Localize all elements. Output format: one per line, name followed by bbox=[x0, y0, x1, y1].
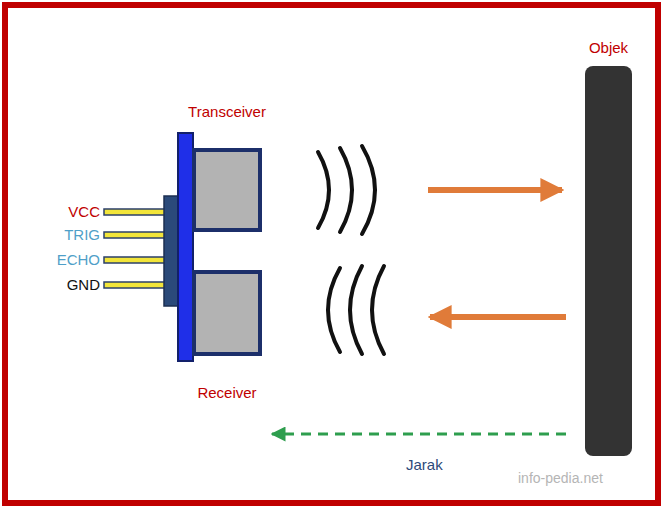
pin-label: ECHO bbox=[57, 251, 100, 268]
object-bar: Objek bbox=[585, 66, 632, 456]
part-label: Objek bbox=[589, 39, 628, 56]
receiver-transducer: Receiver bbox=[192, 270, 262, 356]
pin-label: VCC bbox=[68, 203, 100, 220]
watermark: info-pedia.net bbox=[518, 470, 603, 486]
pin-label: GND bbox=[67, 276, 100, 293]
frame-border bbox=[5, 5, 658, 503]
circuit-board bbox=[178, 133, 193, 361]
part-label: Receiver bbox=[197, 384, 256, 401]
distance-arrow bbox=[272, 433, 566, 436]
echo-arrow bbox=[430, 314, 566, 320]
ultrasonic-waves bbox=[318, 146, 384, 354]
transmitter-transducer: Transceiver bbox=[192, 148, 262, 232]
pins bbox=[104, 209, 168, 288]
pin-label: TRIG bbox=[64, 226, 100, 243]
emit-arrow bbox=[428, 187, 562, 193]
distance-label: Jarak bbox=[406, 456, 443, 473]
part-label: Transceiver bbox=[188, 103, 266, 120]
